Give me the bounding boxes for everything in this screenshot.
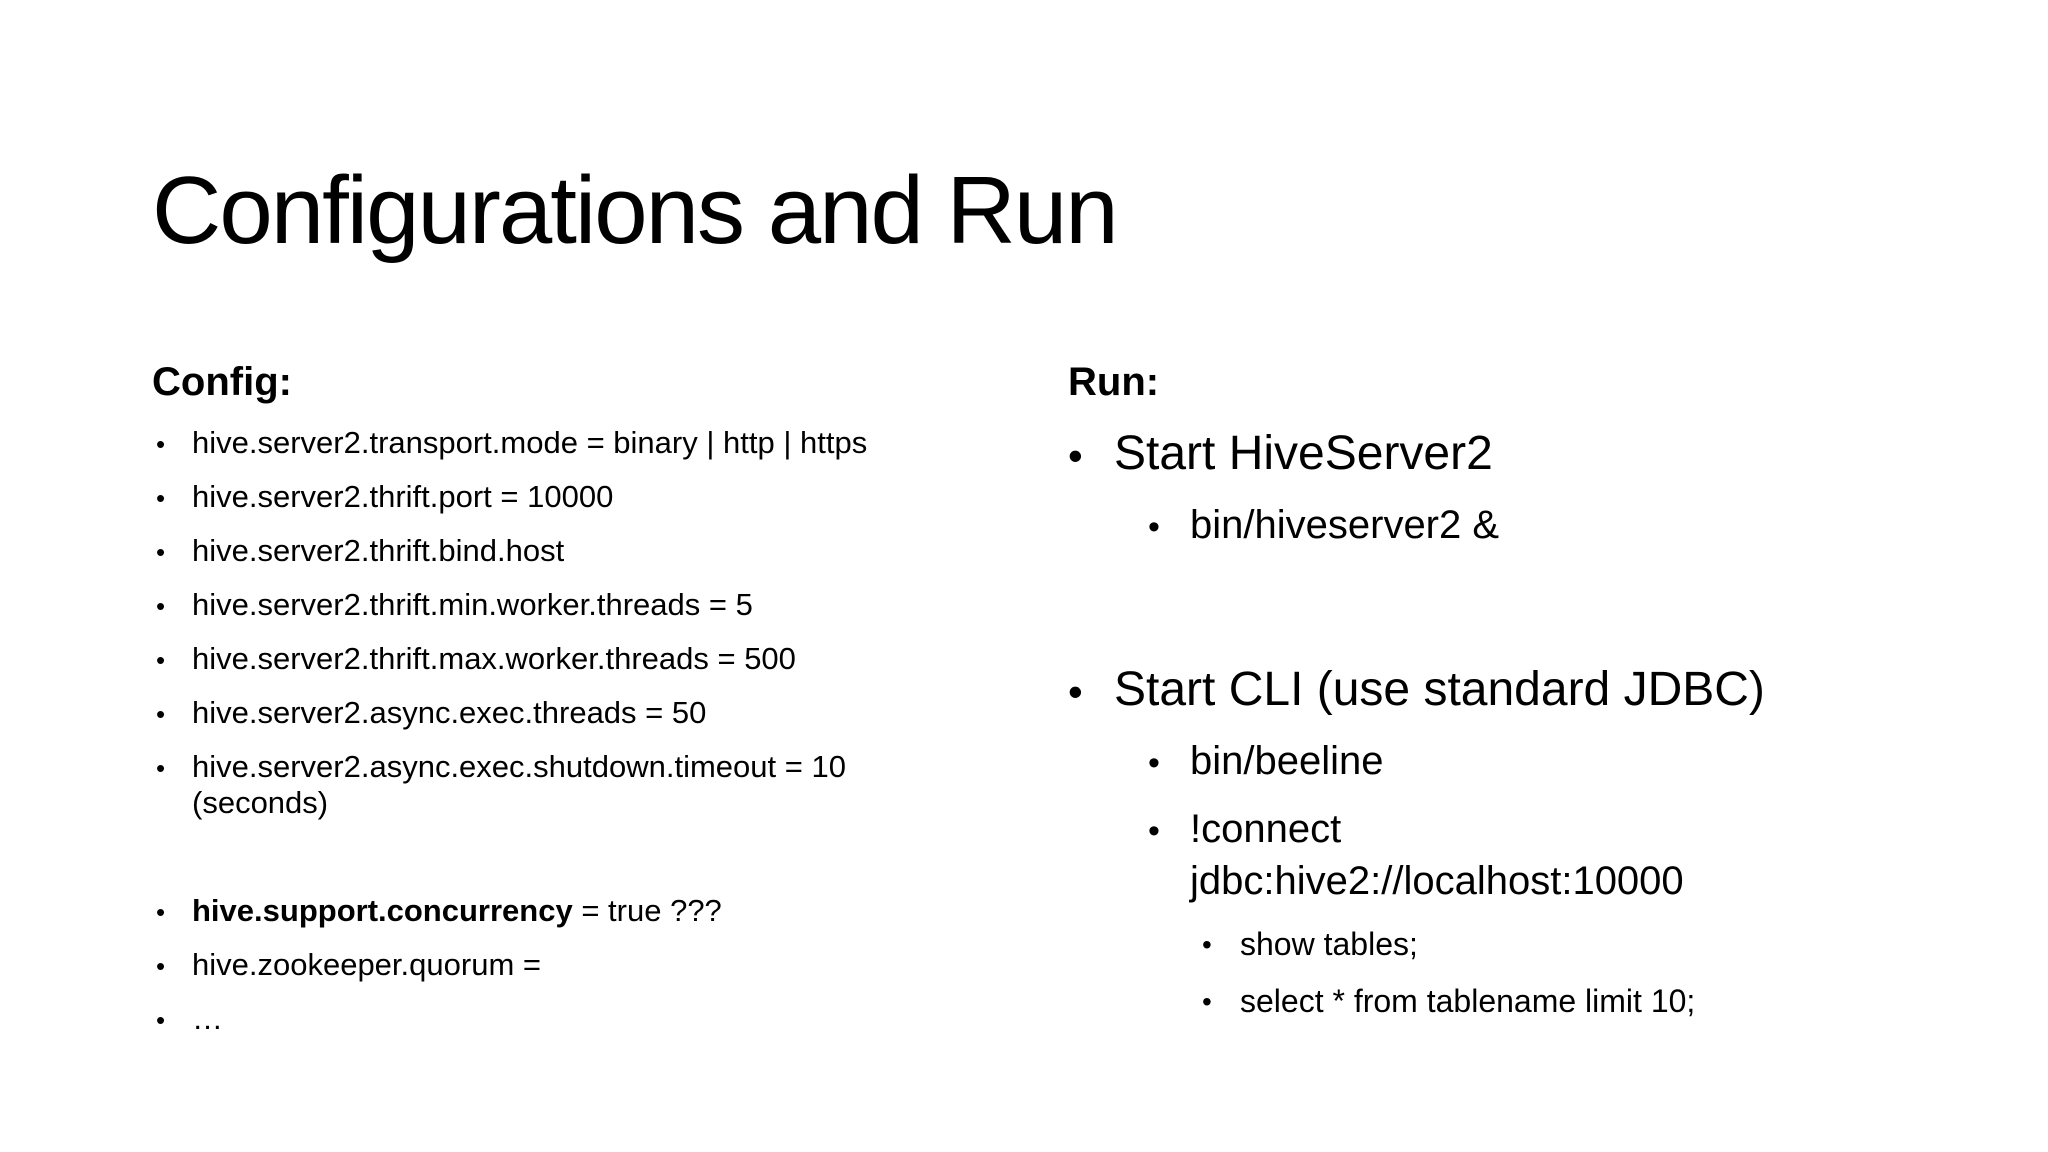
item-text: … — [192, 1001, 223, 1036]
page-title: Configurations and Run — [152, 157, 1119, 265]
item-text: hive.server2.transport.mode = binary | h… — [192, 425, 868, 460]
item-text-bold: hive.support.concurrency — [192, 893, 573, 928]
item-text: Start CLI (use standard JDBC) — [1114, 663, 1765, 716]
list-item: bin/hiveserver2 & — [1146, 499, 2018, 553]
list-item: hive.support.concurrency = true ??? — [152, 893, 1042, 930]
list-item: … — [152, 1001, 1042, 1038]
list-item: !connect jdbc:hive2://localhost:10000 — [1146, 803, 2018, 907]
run-list: Start HiveServer2 bin/hiveserver2 & Start … — [1068, 425, 2018, 1023]
list-item: hive.zookeeper.quorum = — [152, 947, 1042, 984]
config-heading: Config: — [152, 360, 292, 404]
item-text: bin/hiveserver2 & — [1190, 503, 1500, 547]
list-item: hive.server2.thrift.max.worker.threads =… — [152, 641, 1042, 678]
item-text: Start HiveServer2 — [1114, 427, 1493, 480]
list-item: Start CLI (use standard JDBC) — [1068, 661, 2018, 721]
list-item: Start HiveServer2 — [1068, 425, 2018, 485]
list-item: hive.server2.transport.mode = binary | h… — [152, 425, 1042, 462]
run-heading: Run: — [1068, 360, 1160, 404]
list-item: hive.server2.thrift.port = 10000 — [152, 479, 1042, 516]
item-text: !connect jdbc:hive2://localhost:10000 — [1190, 807, 1684, 903]
item-text: hive.server2.thrift.max.worker.threads =… — [192, 641, 796, 676]
item-text: = true ??? — [572, 893, 722, 928]
list-item: hive.server2.async.exec.threads = 50 — [152, 695, 1042, 732]
list-item: show tables; — [1200, 923, 2018, 966]
item-text: hive.server2.thrift.bind.host — [192, 533, 565, 568]
item-text: show tables; — [1240, 926, 1418, 962]
item-text: hive.server2.async.exec.threads = 50 — [192, 695, 707, 730]
list-item: hive.server2.async.exec.shutdown.timeout… — [152, 749, 1042, 821]
item-text: bin/beeline — [1190, 739, 1384, 783]
item-text: select * from tablename limit 10; — [1240, 983, 1696, 1019]
item-text: hive.server2.async.exec.shutdown.timeout… — [192, 749, 846, 820]
list-item: hive.server2.thrift.min.worker.threads =… — [152, 587, 1042, 624]
config-section: Config: hive.server2.transport.mode = bi… — [152, 360, 1042, 1055]
item-text: hive.zookeeper.quorum = — [192, 947, 541, 982]
config-list: hive.server2.transport.mode = binary | h… — [152, 425, 1042, 1038]
list-item: hive.server2.thrift.bind.host — [152, 533, 1042, 570]
item-text: hive.server2.thrift.port = 10000 — [192, 479, 614, 514]
item-text: hive.server2.thrift.min.worker.threads =… — [192, 587, 753, 622]
list-item: select * from tablename limit 10; — [1200, 980, 2018, 1023]
list-item: bin/beeline — [1146, 735, 2018, 789]
run-section: Run: Start HiveServer2bin/hiveserver2 &S… — [1068, 360, 2018, 1037]
